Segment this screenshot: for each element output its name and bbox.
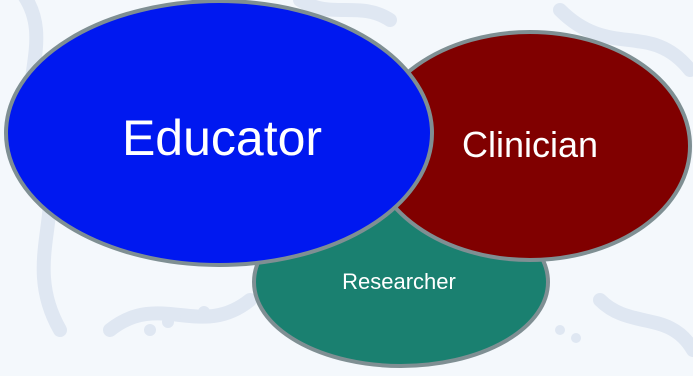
- educator-label: Educator: [122, 110, 322, 166]
- clinician-label: Clinician: [462, 124, 598, 165]
- researcher-label: Researcher: [342, 269, 456, 294]
- educator-circle: [4, 0, 434, 267]
